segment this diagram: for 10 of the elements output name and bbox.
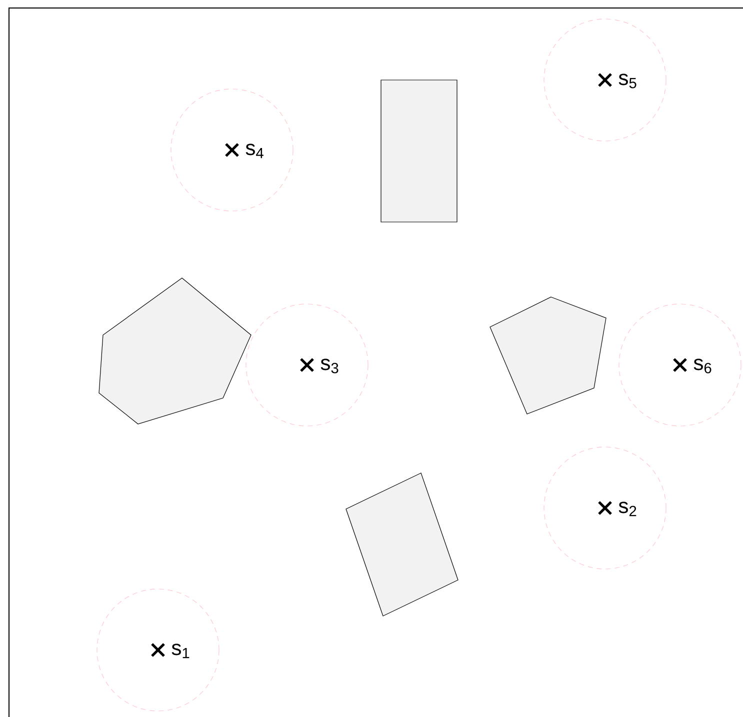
point-label: s$_{5}$ [618,74,636,88]
point-label: s$_{3}$ [320,358,338,374]
obstacle-box [380,80,458,222]
point-label: s$_{6}$ [694,358,712,374]
obstacle-hexagon [98,278,252,424]
obstacle-box [346,472,458,616]
point-label: s$_{4}$ [246,144,264,158]
point-label: s$_{2}$ [618,502,636,516]
obstacle-pentagon [490,296,606,414]
point-label: s$_{1}$ [172,644,190,658]
